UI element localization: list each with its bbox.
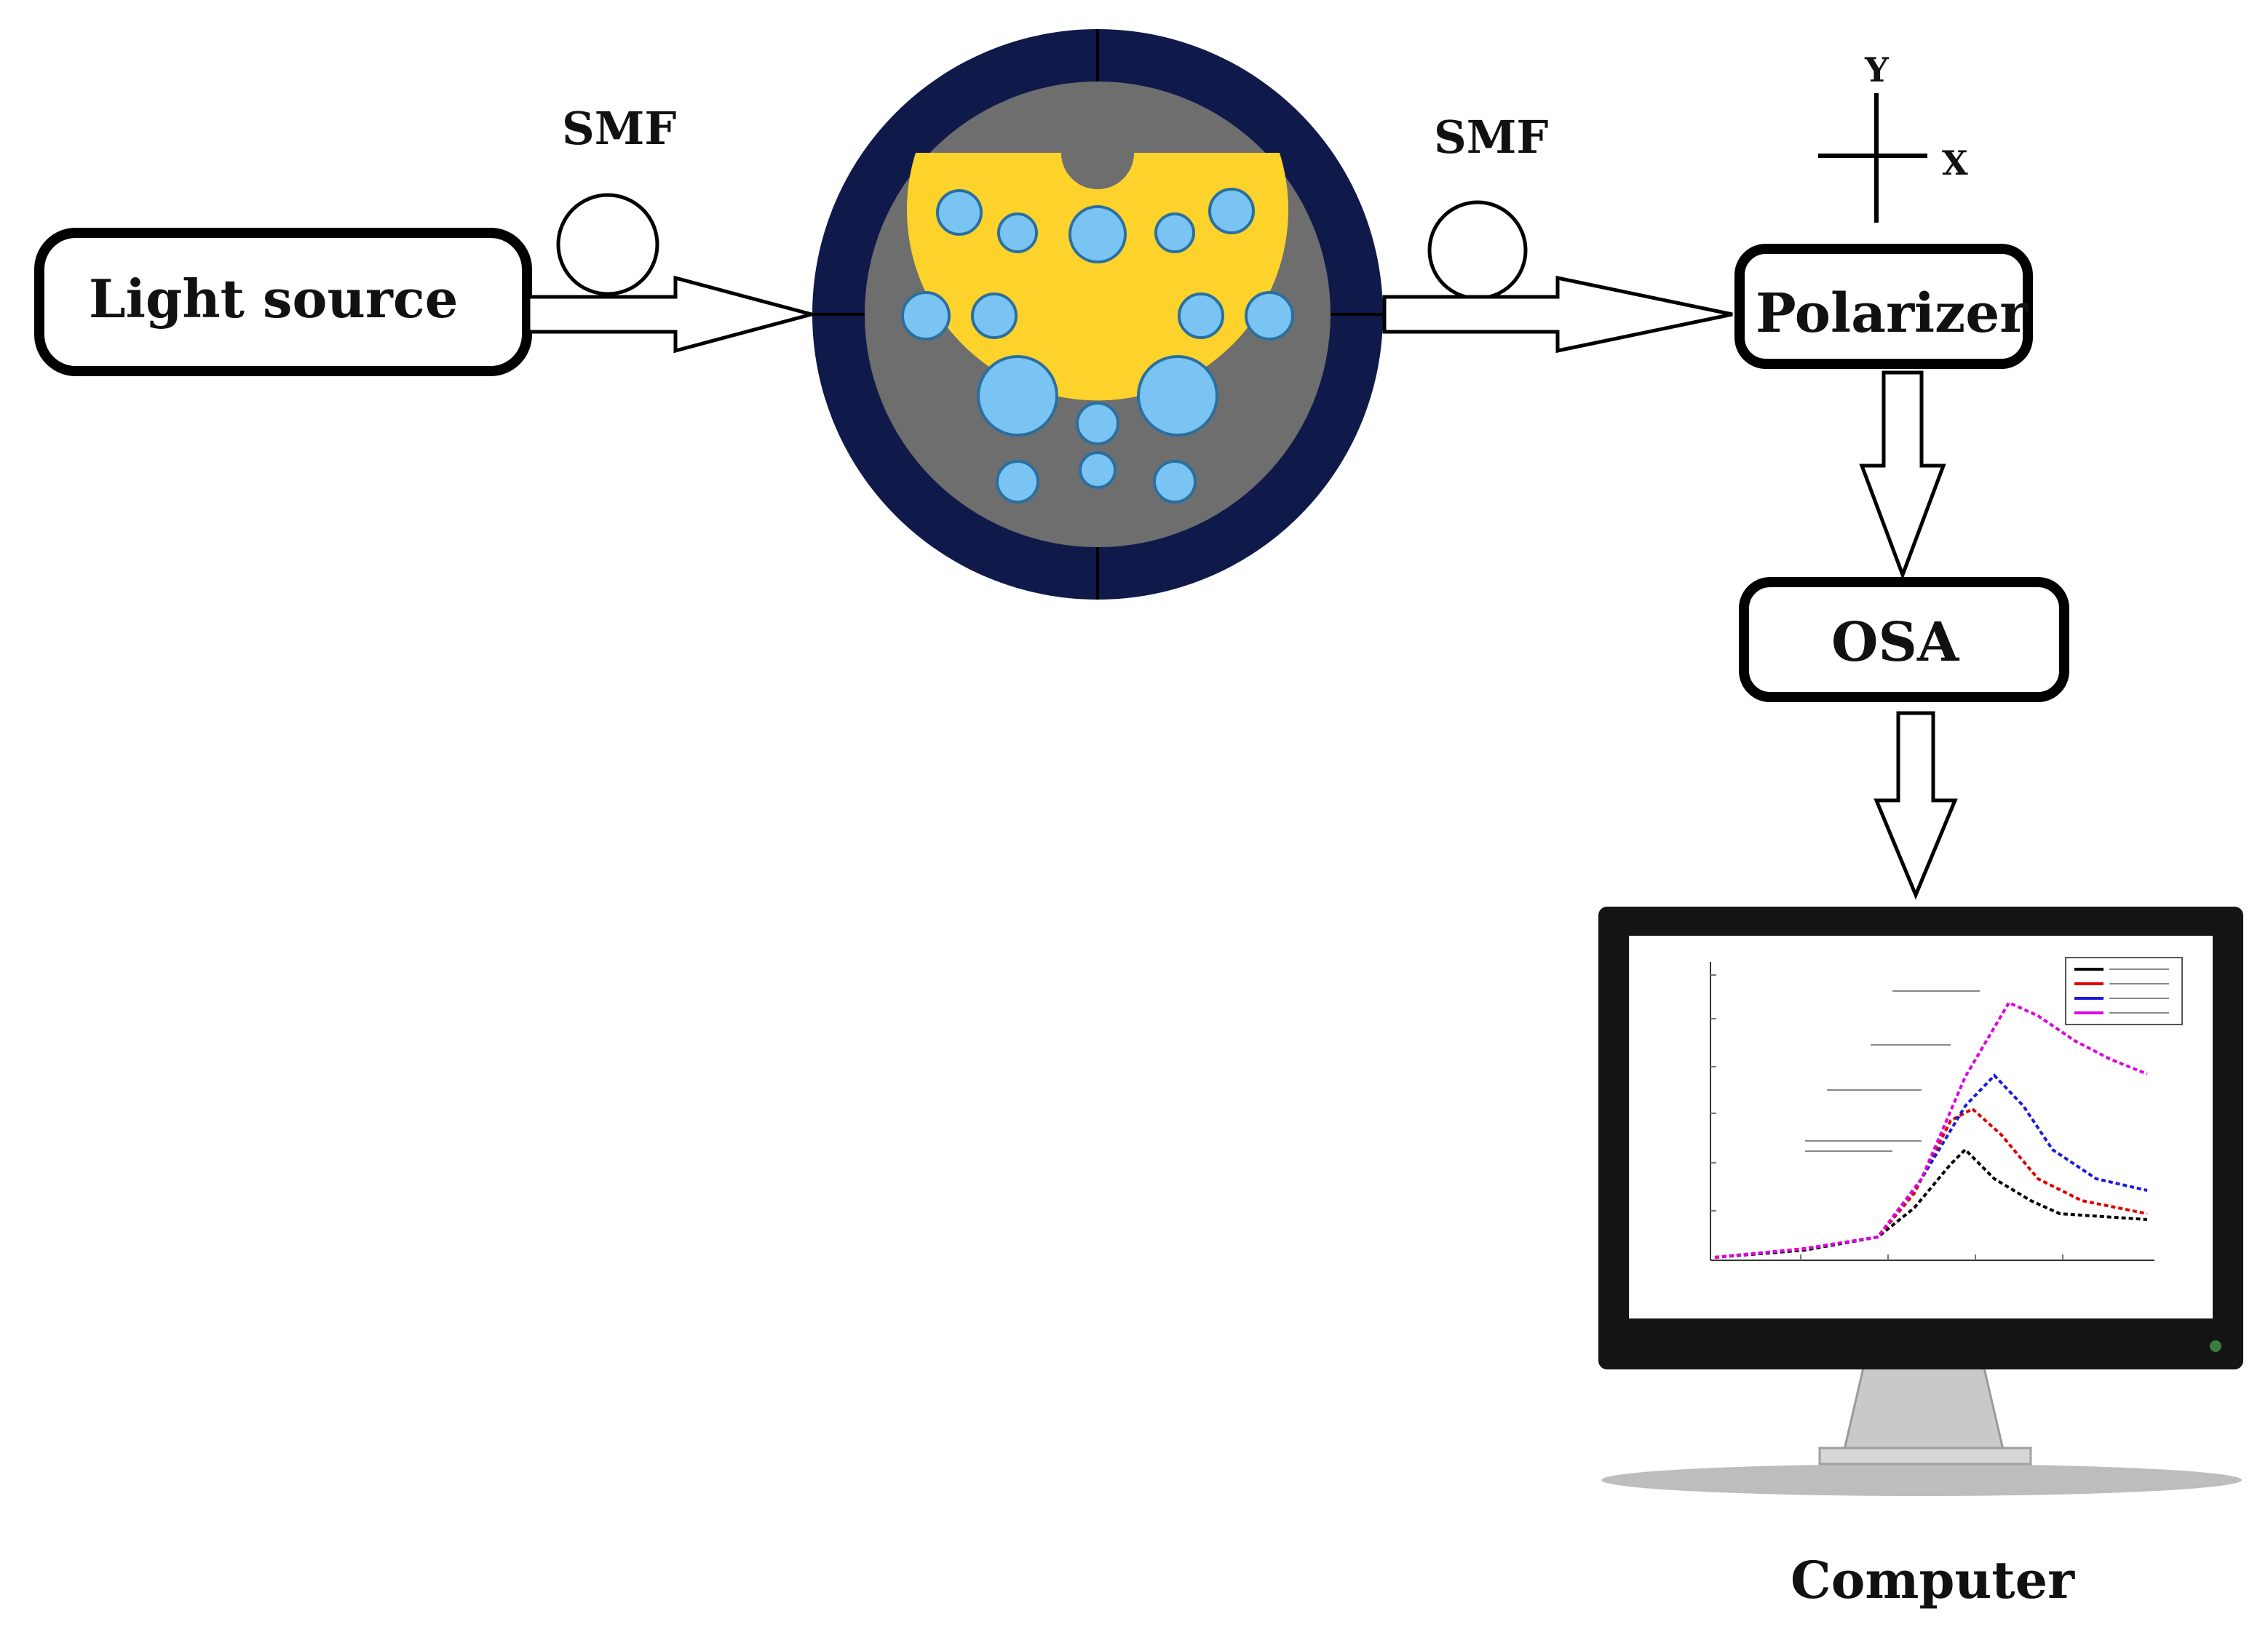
arrow-fiber-to-polarizer (1382, 275, 1733, 354)
axes-icon: Y X (1818, 50, 1968, 223)
arrow-source-to-fiber (526, 275, 819, 354)
screen-plot (1710, 957, 2183, 1261)
pcf-cross-section-icon (812, 29, 1383, 600)
smf-input-label: SMF (562, 102, 676, 155)
osa-node: OSA (1739, 577, 2069, 702)
polarizer-node: Polarizer (1734, 244, 2033, 369)
axis-y-label: Y (1864, 50, 1890, 89)
osa-label: OSA (1831, 611, 1960, 674)
smf-output-label: SMF (1434, 111, 1548, 164)
monitor-icon: Computer (1598, 907, 2243, 1610)
fiber-coil-icon (556, 193, 659, 296)
axis-x-label: X (1942, 143, 1968, 183)
arrow-osa-to-computer (1874, 711, 1958, 900)
light-source-label: Light source (89, 268, 458, 330)
polarizer-label: Polarizer (1756, 282, 2029, 345)
arrow-polarizer-to-osa (1859, 370, 1946, 581)
computer-label: Computer (1791, 1550, 2075, 1610)
light-source-node: Light source (34, 228, 532, 376)
fiber-coil-icon (1427, 200, 1528, 301)
